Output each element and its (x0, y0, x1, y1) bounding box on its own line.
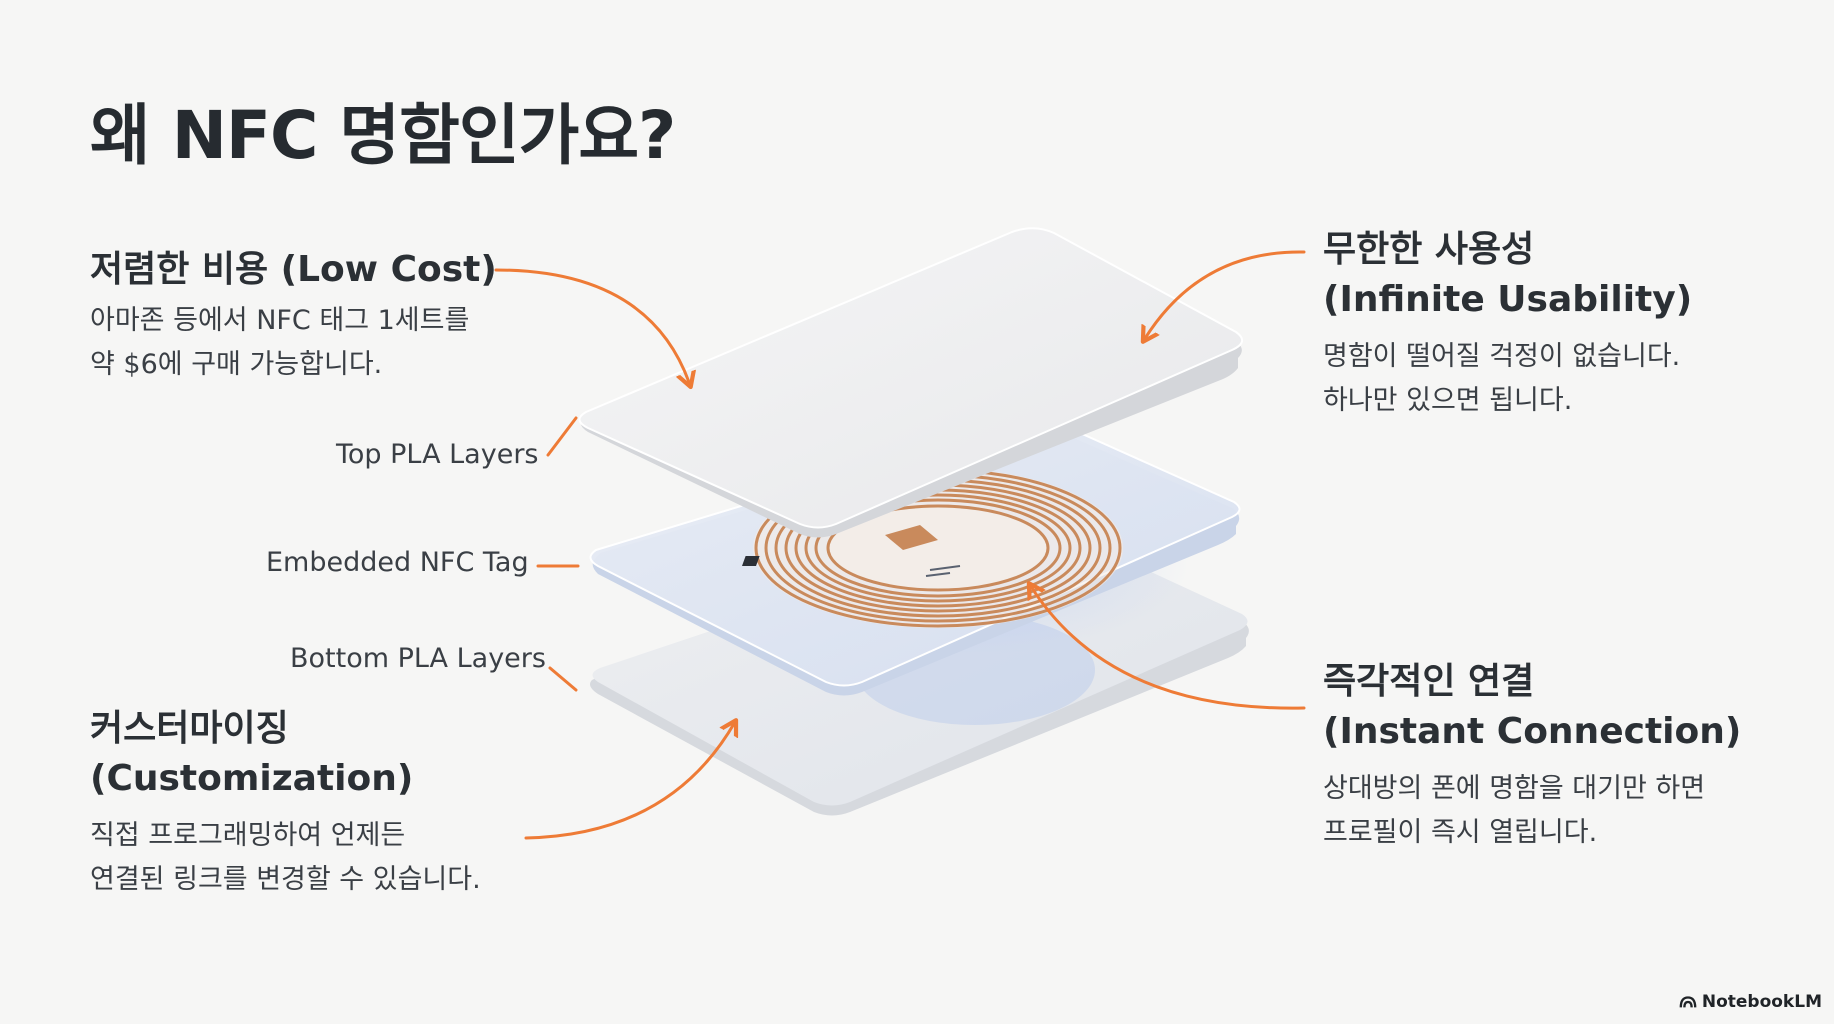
customization-arrow (524, 722, 735, 840)
feature-low-cost-desc-line1: 아마존 등에서 NFC 태그 1세트를 (90, 305, 470, 336)
feature-infinite-usability-desc-line1: 명함이 떨어질 걱정이 없습니다. (1323, 341, 1681, 372)
feature-low-cost-desc-line2: 약 $6에 구매 가능합니다. (90, 349, 383, 380)
feature-instant-connection-desc-line2: 프로필이 즉시 열립니다. (1323, 817, 1598, 848)
feature-customization-title-line1: 커스터마이징 (90, 708, 289, 749)
bottom-layer-leader-line (548, 666, 578, 692)
feature-infinite-usability-title-line2: (Infinite Usability) (1323, 279, 1693, 320)
feature-instant-connection-title-line2: (Instant Connection) (1323, 711, 1742, 752)
top-pla-layers-label: Top PLA Layers (336, 439, 539, 470)
feature-low-cost: 저렴한 비용 (Low Cost) 아마존 등에서 NFC 태그 1세트를 약 … (90, 245, 497, 387)
feature-customization-title-line2: (Customization) (90, 758, 414, 799)
nfc-chip (741, 525, 961, 577)
embedded-nfc-tag-label: Embedded NFC Tag (266, 547, 529, 578)
notebooklm-brand: NotebookLM (1679, 992, 1822, 1012)
feature-customization-desc-line1: 직접 프로그래밍하여 언제든 (90, 820, 406, 851)
feature-infinite-usability: 무한한 사용성 (Infinite Usability) 명함이 떨어질 걱정이… (1323, 225, 1692, 423)
page-title: 왜 NFC 명함인가요? (90, 97, 676, 174)
bottom-pla-layers-label: Bottom PLA Layers (290, 643, 546, 674)
feature-low-cost-title: 저렴한 비용 (Low Cost) (90, 249, 497, 290)
feature-instant-connection-desc-line1: 상대방의 폰에 명함을 대기만 하면 (1323, 773, 1706, 804)
notebooklm-logo-icon (1679, 996, 1697, 1008)
feature-infinite-usability-desc-line2: 하나만 있으면 됩니다. (1323, 385, 1573, 416)
brand-name: NotebookLM (1701, 992, 1822, 1012)
low-cost-arrow (494, 268, 690, 385)
top-pla-layer (578, 227, 1243, 538)
feature-customization: 커스터마이징 (Customization) 직접 프로그래밍하여 언제든 연결… (90, 704, 481, 902)
feature-infinite-usability-title-line1: 무한한 사용성 (1323, 229, 1535, 270)
feature-instant-connection-title-line1: 즉각적인 연결 (1323, 661, 1535, 702)
top-layer-leader-line (546, 416, 578, 457)
instant-connection-arrow (1030, 585, 1306, 710)
feature-customization-desc-line2: 연결된 링크를 변경할 수 있습니다. (90, 864, 481, 895)
infinite-usability-arrow (1144, 250, 1306, 340)
feature-instant-connection: 즉각적인 연결 (Instant Connection) 상대방의 폰에 명함을… (1323, 657, 1741, 855)
